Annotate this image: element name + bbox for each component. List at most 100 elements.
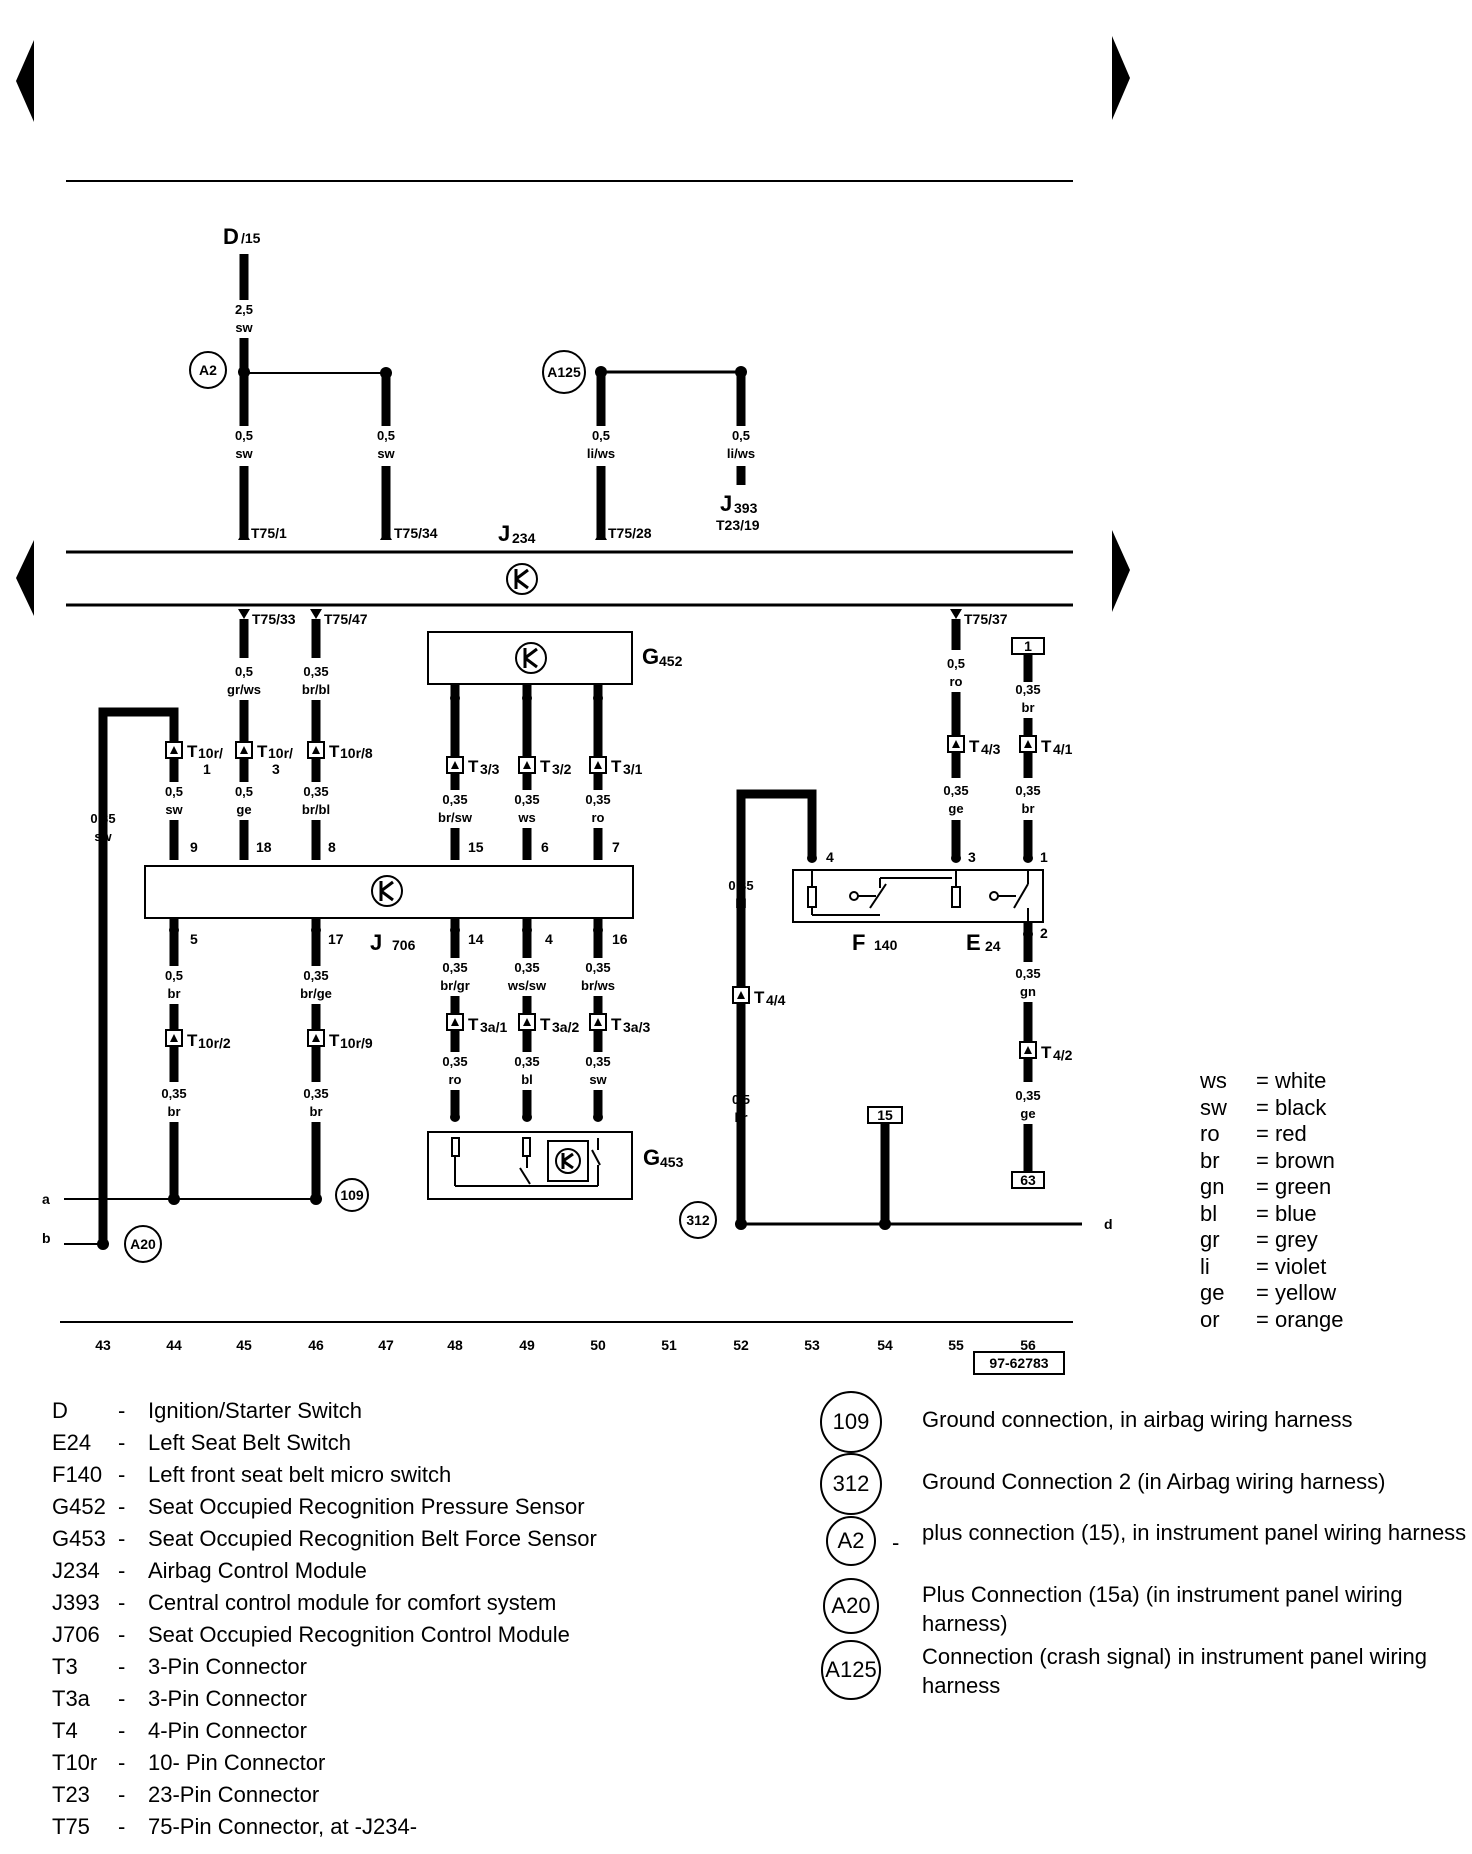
connector-t10r-3-icon (235, 741, 253, 759)
connector-t3a-1-icon (446, 1013, 464, 1031)
legend-code: D (52, 1398, 68, 1423)
legend-dash: - (118, 1558, 126, 1583)
connector-t4-3-icon (947, 735, 965, 753)
nav-left-arrow-icon-2[interactable] (16, 540, 34, 616)
wire-56-mid-gauge: 0,35 (1015, 783, 1040, 798)
component-j706-sub: 706 (392, 937, 416, 953)
legend-desc: Left front seat belt micro switch (148, 1462, 452, 1487)
wire-49-bot-gauge: 0,35 (514, 1054, 539, 1069)
node-e24-1 (1023, 853, 1033, 863)
component-g452-label: G (642, 644, 659, 669)
component-f140-sub: 140 (874, 937, 898, 953)
pin-4-j706: 4 (545, 931, 553, 947)
ground-a20-label: A20 (130, 1236, 156, 1252)
legend-dash: - (118, 1782, 126, 1807)
ground-a2-label: A2 (199, 362, 217, 378)
wire-46-mid-color: br/ge (300, 986, 332, 1001)
legend-code: F140 (52, 1462, 103, 1487)
color-name: = orange (1256, 1306, 1344, 1332)
t75-34-arrow-icon (380, 530, 392, 540)
color-abbr: gr (1200, 1227, 1220, 1252)
component-j234-label: J (498, 521, 510, 546)
ground-desc: Ground Connection 2 (in Airbag wiring ha… (922, 1469, 1386, 1494)
pin-15: 15 (468, 839, 484, 855)
legend-dash: - (118, 1494, 126, 1519)
component-e24-sub: 24 (985, 938, 1001, 954)
pin-e1: 1 (1040, 849, 1048, 865)
node-g453-48 (450, 1112, 460, 1122)
connector-t3-2-sub: 3/2 (552, 761, 572, 777)
legend-dash: - (118, 1686, 126, 1711)
connector-t4-2-icon (1019, 1041, 1037, 1059)
pin-7: 7 (612, 839, 620, 855)
pin-6: 6 (541, 839, 549, 855)
column-number: 50 (590, 1337, 606, 1353)
node-a-44 (168, 1193, 180, 1205)
legend-code: E24 (52, 1430, 92, 1455)
wire-48-bot-gauge: 0,35 (442, 1054, 467, 1069)
component-g452-box (427, 631, 633, 685)
column-number: 53 (804, 1337, 820, 1353)
wire-50-mid-gauge: 0,35 (585, 960, 610, 975)
color-name: = red (1256, 1121, 1307, 1146)
connector-t4-3-main: T (969, 737, 980, 756)
column-number: 43 (95, 1337, 111, 1353)
document-number: 97-62783 (973, 1351, 1065, 1375)
column-number: 48 (447, 1337, 463, 1353)
wire-44-mid-gauge: 0,5 (165, 968, 183, 983)
nav-right-arrow-icon[interactable] (1112, 36, 1130, 120)
wire-50-top-color: ro (592, 810, 605, 825)
column-number: 52 (733, 1337, 749, 1353)
legend-desc: 10- Pin Connector (148, 1750, 326, 1775)
connector-t3-2-icon (518, 756, 536, 774)
connector-t10r-8-main: T (329, 742, 340, 761)
connector-t4-1-icon (1019, 735, 1037, 753)
ground-desc: Connection (crash signal) in instrument … (922, 1644, 1428, 1698)
pin-5: 5 (190, 931, 198, 947)
node-g453-49 (522, 1112, 532, 1122)
wire-t75-33-color: gr/ws (227, 682, 261, 697)
component-f140-label: F (852, 930, 865, 955)
connector-t3-1-sub: 3/1 (623, 761, 643, 777)
legend-desc: 75-Pin Connector, at -J234- (148, 1814, 418, 1839)
wire-56-top-color: br (1022, 700, 1035, 715)
wire-48-mid-gauge: 0,35 (442, 960, 467, 975)
ground-109-circle (335, 1178, 369, 1212)
wire-50-bot-color: sw (589, 1072, 607, 1087)
wire-46-bot-color: br (310, 1104, 323, 1119)
wire-44-bot-gauge: 0,35 (161, 1086, 186, 1101)
color-name: = brown (1256, 1147, 1335, 1173)
box-1-label: 1 (1024, 638, 1032, 654)
connector-t10r-1-icon (165, 741, 183, 759)
pin-t75-34: T75/34 (394, 525, 438, 541)
legend-dash: - (118, 1718, 126, 1743)
connector-t3-1-icon (589, 756, 607, 774)
ground-desc: Ground connection, in airbag wiring harn… (922, 1407, 1353, 1432)
t75-47-arrow-icon (310, 609, 322, 619)
ground-symbol: A20 (823, 1578, 879, 1634)
color-abbr: ws (1200, 1068, 1227, 1093)
component-j393-sub: 393 (734, 500, 758, 516)
color-abbr: gn (1200, 1174, 1225, 1199)
component-e24-label: E (966, 930, 981, 955)
color-abbr: ge (1200, 1280, 1225, 1305)
pin-17: 17 (328, 931, 344, 947)
node-g453-50 (593, 1112, 603, 1122)
nav-left-arrow-icon[interactable] (16, 40, 34, 122)
connector-t10r-3-sub: 10r/ (268, 745, 293, 761)
wire-t75-47-gauge: 0,35 (303, 664, 328, 679)
connector-t4-3-sub: 4/3 (981, 741, 1001, 757)
connector-t4-4-sub: 4/4 (766, 992, 786, 1008)
connector-t4-1-main: T (1041, 737, 1052, 756)
component-j706-label: J (370, 930, 382, 955)
component-j393-pin: T23/19 (716, 517, 760, 533)
wire-a2-left-gauge: 0,5 (235, 428, 253, 443)
wire-t75-33-gauge: 0,5 (235, 664, 253, 679)
wire-48-mid-color: br/gr (440, 978, 470, 993)
f140-switch-icon (807, 870, 1029, 922)
nav-right-arrow-icon-2[interactable] (1112, 530, 1130, 612)
edge-label-b: b (42, 1230, 51, 1246)
wire-52-top-color: bl (735, 896, 747, 911)
pin-9: 9 (190, 839, 198, 855)
